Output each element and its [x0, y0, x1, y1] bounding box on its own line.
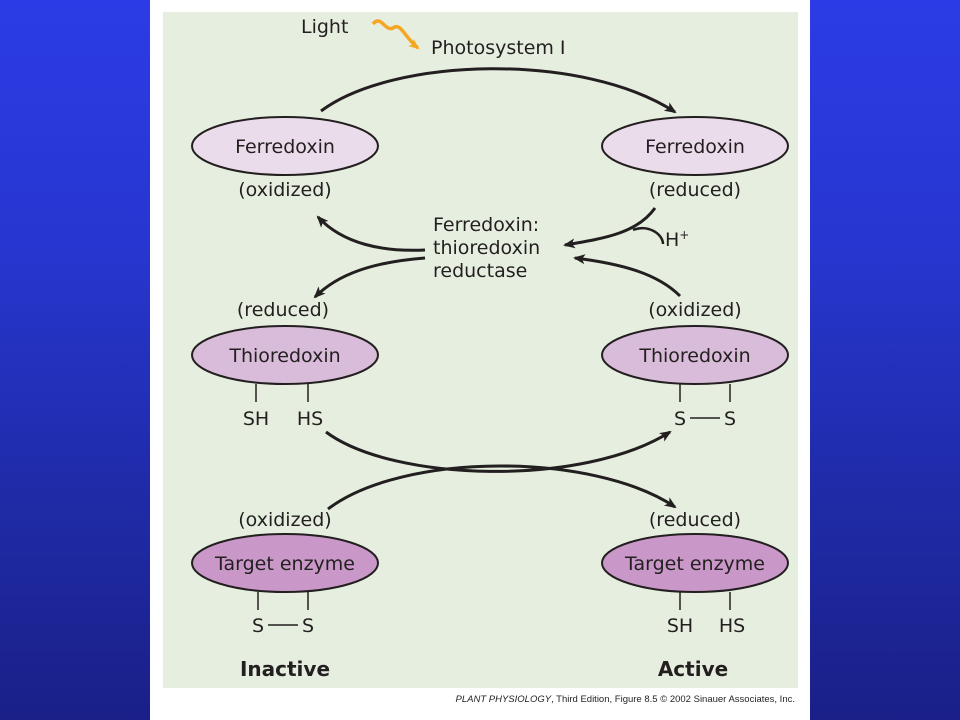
credit-book-title: PLANT PHYSIOLOGY	[455, 694, 552, 705]
ferredoxin-right-state: (reduced)	[649, 179, 741, 201]
thio-right-s2: S	[724, 408, 736, 430]
enzyme-right-sh: SH	[667, 615, 693, 637]
ferredoxin-left-label: Ferredoxin	[235, 136, 335, 158]
inactive-label: Inactive	[240, 657, 330, 681]
ftr-label-line1: Ferredoxin:	[433, 214, 539, 236]
thioredoxin-right-label: Thioredoxin	[638, 345, 750, 367]
ferredoxin-reduction-arrow	[320, 67, 677, 114]
enzyme-left-s2: S	[302, 615, 314, 637]
slide: Light Photosystem I Ferredoxin (oxidized…	[150, 0, 810, 720]
figure-credit: PLANT PHYSIOLOGY, Third Edition, Figure …	[395, 694, 796, 705]
enzyme-right-label: Target enzyme	[624, 553, 765, 575]
enzyme-right-hs: HS	[719, 615, 745, 637]
thio-right-s1: S	[674, 408, 686, 430]
ferredoxin-to-ftr-arrow	[563, 207, 657, 249]
proton-branch	[632, 227, 665, 245]
photosystem-label: Photosystem I	[431, 37, 566, 59]
enzyme-reduction-arrow	[327, 464, 677, 511]
ftr-to-thioredoxin-arrow	[313, 256, 426, 299]
thioredoxin-oxidation-arrow	[325, 430, 672, 473]
thioredoxin-oxidized-oval	[601, 325, 789, 385]
credit-rest: , Third Edition, Figure 8.5 © 2002 Sinau…	[551, 694, 795, 705]
light-label: Light	[301, 16, 348, 38]
thioredoxin-right-state: (oxidized)	[648, 299, 741, 321]
thio-left-sh: SH	[243, 408, 269, 430]
ftr-label-line3: reductase	[433, 260, 527, 282]
thioredoxin-left-label: Thioredoxin	[228, 345, 340, 367]
proton-label: H+	[665, 228, 689, 251]
enzyme-left-s1: S	[252, 615, 264, 637]
thioredoxin-left-state: (reduced)	[237, 299, 329, 321]
enzyme-reduced-oval	[601, 533, 789, 593]
enzyme-right-state: (reduced)	[649, 509, 741, 531]
enzyme-left-state: (oxidized)	[238, 509, 331, 531]
thio-left-hs: HS	[297, 408, 323, 430]
figure-panel: Light Photosystem I Ferredoxin (oxidized…	[163, 12, 798, 688]
ferredoxin-reduced-oval	[601, 116, 789, 176]
ftr-label-line2: thioredoxin	[433, 237, 540, 259]
diagram: Light Photosystem I Ferredoxin (oxidized…	[191, 16, 789, 681]
ferredoxin-left-state: (oxidized)	[238, 179, 331, 201]
thioredoxin-to-ftr-arrow	[573, 254, 682, 298]
enzyme-oxidized-oval	[191, 533, 379, 593]
light-squiggle-arrow	[371, 19, 420, 50]
ferredoxin-oxidized-oval	[191, 116, 379, 176]
active-label: Active	[658, 657, 728, 681]
thioredoxin-reduced-oval	[191, 325, 379, 385]
ferredoxin-right-label: Ferredoxin	[645, 136, 745, 158]
enzyme-left-label: Target enzyme	[214, 553, 355, 575]
ferredoxin-return-arrow	[316, 215, 426, 252]
